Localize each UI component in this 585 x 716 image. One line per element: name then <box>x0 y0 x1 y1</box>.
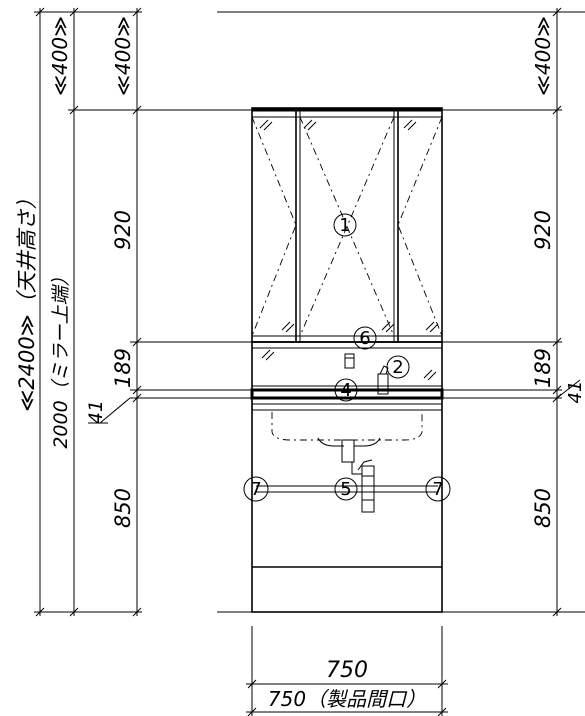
left-dimension-chain <box>34 7 252 617</box>
counter-thickness-label: 41 <box>85 400 107 424</box>
ceiling-height-label: ≪2400≫（天井高さ） <box>15 188 39 411</box>
right-counter-band-label: 189 <box>531 348 555 388</box>
counter-band-height-label: 189 <box>111 348 135 388</box>
left-top-space-inner-label: ≪400≫ <box>111 16 135 96</box>
svg-text:6: 6 <box>359 328 370 349</box>
svg-text:7: 7 <box>250 479 261 500</box>
bottom-width-dimension <box>246 626 448 716</box>
product-width-label: 750（製品間口） <box>268 687 426 711</box>
svg-text:7: 7 <box>432 479 443 500</box>
drain-outlet-icon <box>344 353 355 369</box>
right-top-space-label: ≪400≫ <box>531 16 555 96</box>
right-dimension-chain <box>440 7 581 617</box>
marker-water-supply-right: 7 <box>425 476 451 502</box>
faucet-icon <box>377 365 389 395</box>
right-mirror-height-label: 920 <box>531 210 555 250</box>
right-vanity-height-label: 850 <box>531 488 555 528</box>
svg-text:5: 5 <box>340 479 351 500</box>
mirror-top-label: 2000（ミラー上端） <box>50 267 72 448</box>
vanity-height-label: 850 <box>111 488 135 528</box>
marker-water-supply-left: 7 <box>243 476 269 502</box>
left-top-space-label: ≪400≫ <box>48 16 72 96</box>
svg-text:2: 2 <box>392 357 403 378</box>
svg-text:4: 4 <box>340 380 351 401</box>
vanity-base <box>251 397 443 613</box>
marker-shelf: 6 <box>353 326 377 350</box>
mirror-height-label: 920 <box>111 210 135 250</box>
marker-drain-trap: 5 <box>334 477 358 501</box>
marker-mirror: 1 <box>333 213 357 237</box>
svg-text:1: 1 <box>339 215 350 236</box>
right-counter-thickness-label: 41 <box>565 381 585 404</box>
marker-faucet: 2 <box>386 355 410 379</box>
marker-drain-outlet: 4 <box>334 378 358 402</box>
width-label: 750 <box>326 658 368 683</box>
mirror-cabinet <box>251 107 443 343</box>
